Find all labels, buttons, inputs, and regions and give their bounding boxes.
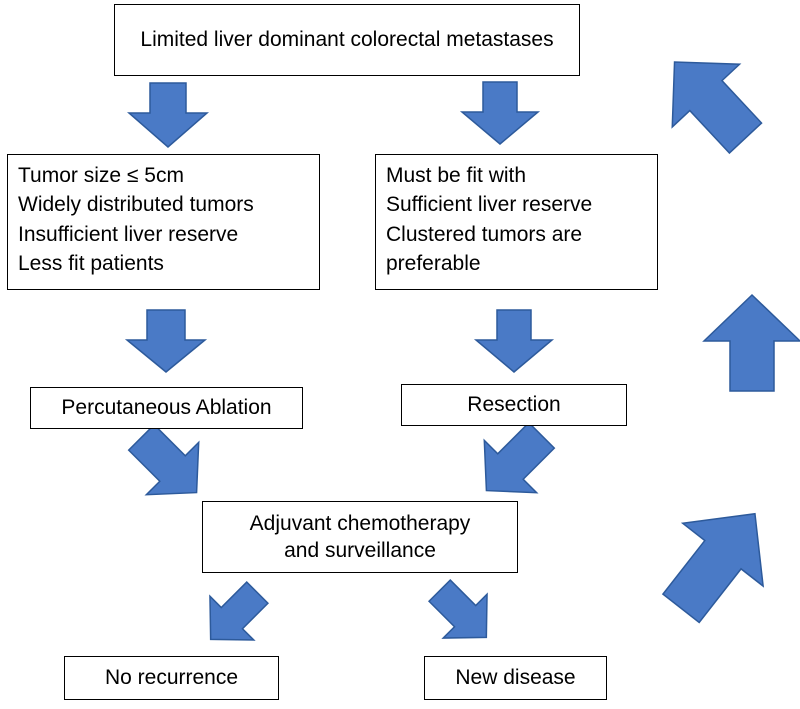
adjuvant-node-line2: and surveillance xyxy=(284,539,436,562)
right-criteria-line: Clustered tumors are xyxy=(386,222,583,246)
top-node-label: Limited liver dominant colorectal metast… xyxy=(140,28,554,52)
no-recurrence-node: No recurrence xyxy=(64,656,279,700)
adjuvant-node-line1: Adjuvant chemotherapy xyxy=(249,511,471,535)
no-recurrence-node-label: No recurrence xyxy=(104,666,239,690)
down-arrow-top-right-icon xyxy=(459,81,541,145)
ablation-node: Percutaneous Ablation xyxy=(30,387,303,429)
right-criteria-line: preferable xyxy=(386,252,481,276)
diag-arrow-ablation-icon xyxy=(127,423,200,496)
resection-node: Resection xyxy=(401,384,627,426)
cycle-arrow-top-icon xyxy=(671,61,763,155)
ablation-node-label: Percutaneous Ablation xyxy=(61,396,272,420)
down-arrow-mid-left-icon xyxy=(124,309,208,373)
left-criteria-line: Widely distributed tumors xyxy=(18,193,254,217)
new-disease-node-label: New disease xyxy=(455,666,576,690)
new-disease-node: New disease xyxy=(424,656,607,700)
diag-arrow-new-disease-icon xyxy=(427,578,488,639)
left-criteria-line: Insufficient liver reserve xyxy=(18,222,239,246)
right-criteria-node: Must be fit with Sufficient liver reserv… xyxy=(375,154,658,290)
right-criteria-line: Must be fit with xyxy=(386,164,527,187)
left-criteria-line: Less fit patients xyxy=(18,252,164,276)
cycle-arrow-middle-icon xyxy=(702,293,800,392)
down-arrow-mid-right-icon xyxy=(473,309,555,373)
top-node: Limited liver dominant colorectal metast… xyxy=(114,4,580,76)
left-criteria-node: Tumor size ≤ 5cm Widely distributed tumo… xyxy=(7,154,320,290)
resection-node-label: Resection xyxy=(467,393,561,417)
cycle-arrow-bottom-icon xyxy=(661,512,765,624)
down-arrow-top-left-icon xyxy=(126,82,210,148)
adjuvant-node: Adjuvant chemotherapy and surveillance xyxy=(202,501,518,573)
diag-arrow-resection-icon xyxy=(483,421,556,494)
diag-arrow-no-recurrence-icon xyxy=(209,580,270,641)
left-criteria-line: Tumor size ≤ 5cm xyxy=(18,164,184,187)
right-criteria-line: Sufficient liver reserve xyxy=(386,193,593,217)
